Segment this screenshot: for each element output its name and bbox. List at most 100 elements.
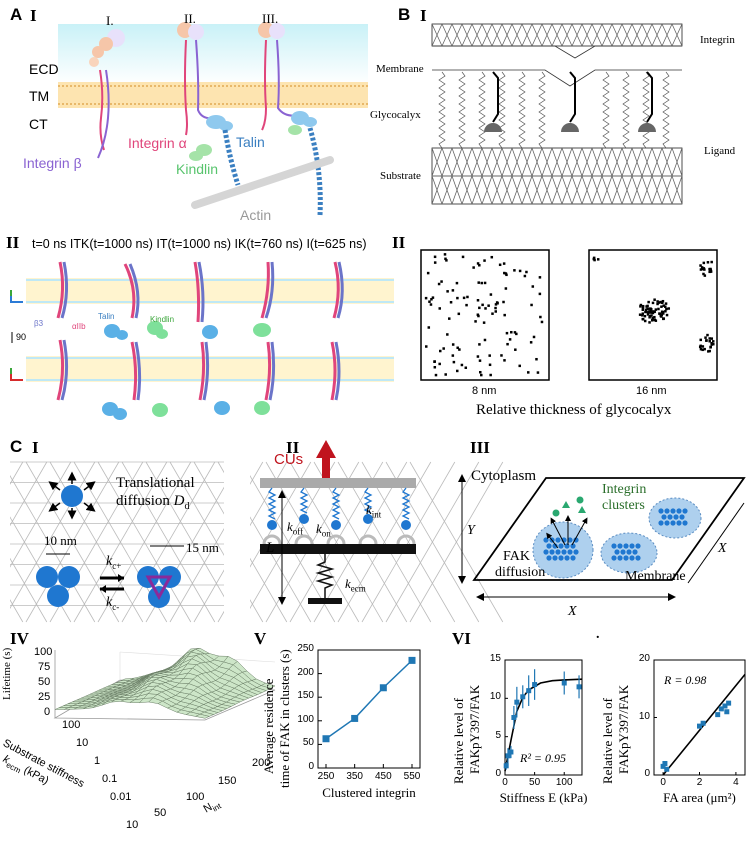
surface-ytick-100: 100 — [62, 719, 81, 731]
layer-ct: CT — [29, 116, 48, 132]
glycocalyx-spring — [438, 71, 446, 149]
integrin-dot — [426, 271, 430, 275]
lattice-line — [121, 461, 216, 623]
integrin-dot — [702, 272, 705, 276]
integrin-dot — [592, 256, 596, 260]
integrin-dot — [427, 326, 431, 329]
integrin-dot — [539, 315, 542, 319]
integrin-dot — [543, 537, 549, 543]
integrin-dot — [650, 311, 654, 314]
integrin-dot — [646, 304, 649, 308]
integrin-dot — [649, 309, 652, 312]
ytick-label: 10 — [489, 691, 501, 703]
label-10nm: 10 nm — [44, 533, 77, 548]
panel-letter-a: A — [10, 5, 23, 24]
integrin-dot — [710, 337, 714, 340]
integrin-dot — [462, 296, 466, 300]
md-time-labels: t=0 ns ITK(t=1000 ns) IT(t=1000 ns) IK(t… — [32, 237, 367, 251]
ligand-cap — [484, 123, 502, 132]
ytick-label: 100 — [297, 713, 314, 725]
label-ligand: Ligand — [704, 145, 736, 157]
rate-kc-plus: kc+ — [106, 554, 122, 571]
integrin-dot — [478, 359, 482, 362]
membrane-mesh — [651, 23, 663, 47]
membrane-mesh — [621, 23, 633, 47]
integrin-dot — [428, 300, 431, 303]
ligand-site — [262, 534, 282, 545]
integrin-dot — [513, 269, 516, 272]
yaxis-label-2: FAKpY397/FAK — [616, 684, 631, 774]
integrin-dot — [494, 310, 497, 313]
integrin-dot — [682, 508, 688, 514]
surface-ytick-0.01: 0.01 — [110, 791, 132, 803]
integrin-dot — [480, 281, 483, 285]
integrin-dot — [472, 266, 475, 269]
integrin-dot — [623, 543, 629, 549]
integrin-dot — [465, 303, 468, 307]
xaxis-label: FA area (μm²) — [663, 790, 736, 805]
integrin-dot — [662, 317, 665, 320]
membrane-mesh — [631, 23, 643, 47]
data-point — [379, 684, 387, 692]
integrin-dot — [641, 314, 644, 317]
data-point — [576, 684, 582, 690]
integrin-dot — [508, 338, 512, 341]
membrane-mesh — [611, 23, 623, 47]
integrin-dot — [699, 347, 703, 351]
integrin-dot — [478, 306, 481, 310]
integrin-dot — [448, 317, 451, 320]
glycocalyx-spring — [518, 71, 526, 149]
integrin-dot — [487, 304, 490, 307]
integrin-dot — [662, 312, 665, 315]
adhesion-bond — [363, 487, 373, 514]
integrin-dot — [570, 555, 576, 561]
glycocalyx-spring — [622, 71, 630, 149]
label-integrin-alpha: Integrin α — [128, 135, 187, 151]
integrin-dot — [532, 335, 536, 339]
lattice-particles — [36, 471, 184, 608]
integrin-dot — [700, 266, 704, 269]
integrin-dot — [464, 366, 468, 369]
integrin-dot — [531, 285, 535, 288]
integrin-dot — [667, 307, 671, 310]
integrin-dot — [543, 549, 549, 555]
integrin-dot — [555, 549, 561, 555]
md-beta: β3 — [34, 319, 44, 328]
integrin-dot — [477, 314, 480, 318]
substrate-mesh — [671, 147, 683, 205]
integrin-dot — [659, 300, 662, 304]
glycocalyx-springs — [438, 71, 670, 149]
membrane-diagram — [458, 474, 746, 601]
chart-fak-vs-stiffness — [503, 659, 583, 776]
data-point — [526, 688, 532, 694]
integrin-dot — [661, 299, 665, 303]
ytick-label: 0 — [495, 768, 501, 779]
substrate-mesh — [511, 147, 523, 205]
integrin-dot — [650, 319, 654, 322]
substrate-mesh — [571, 147, 583, 205]
integrin-dot — [703, 347, 706, 351]
label-cus: CUs — [274, 451, 304, 468]
integrin-dot — [429, 303, 433, 306]
panel-a-sub-1: I — [30, 6, 37, 25]
integrin-dot — [439, 349, 442, 353]
lifetime-surface — [53, 647, 276, 721]
substrate-mesh — [531, 147, 543, 205]
panel-a-sub-2: II — [6, 233, 20, 252]
surface-zlabel: Lifetime (s) — [1, 647, 13, 700]
surface-ztick-0: 0 — [44, 706, 51, 718]
integrin-dot — [483, 259, 486, 262]
integrin-dot — [479, 370, 482, 374]
data-point — [662, 761, 668, 766]
integrin-dot — [502, 262, 506, 265]
integrin-dot — [488, 354, 491, 357]
panel-c-sub-6: VI — [452, 629, 471, 648]
integrin-dot — [476, 299, 480, 302]
integrin-dot — [561, 549, 567, 555]
integrin-dot — [670, 508, 676, 514]
integrin-dot — [456, 346, 459, 350]
xtick-label: 100 — [555, 777, 573, 788]
integrin-dot — [503, 359, 506, 362]
ytick-label: 0 — [644, 768, 650, 779]
substrate-mesh — [561, 147, 573, 205]
